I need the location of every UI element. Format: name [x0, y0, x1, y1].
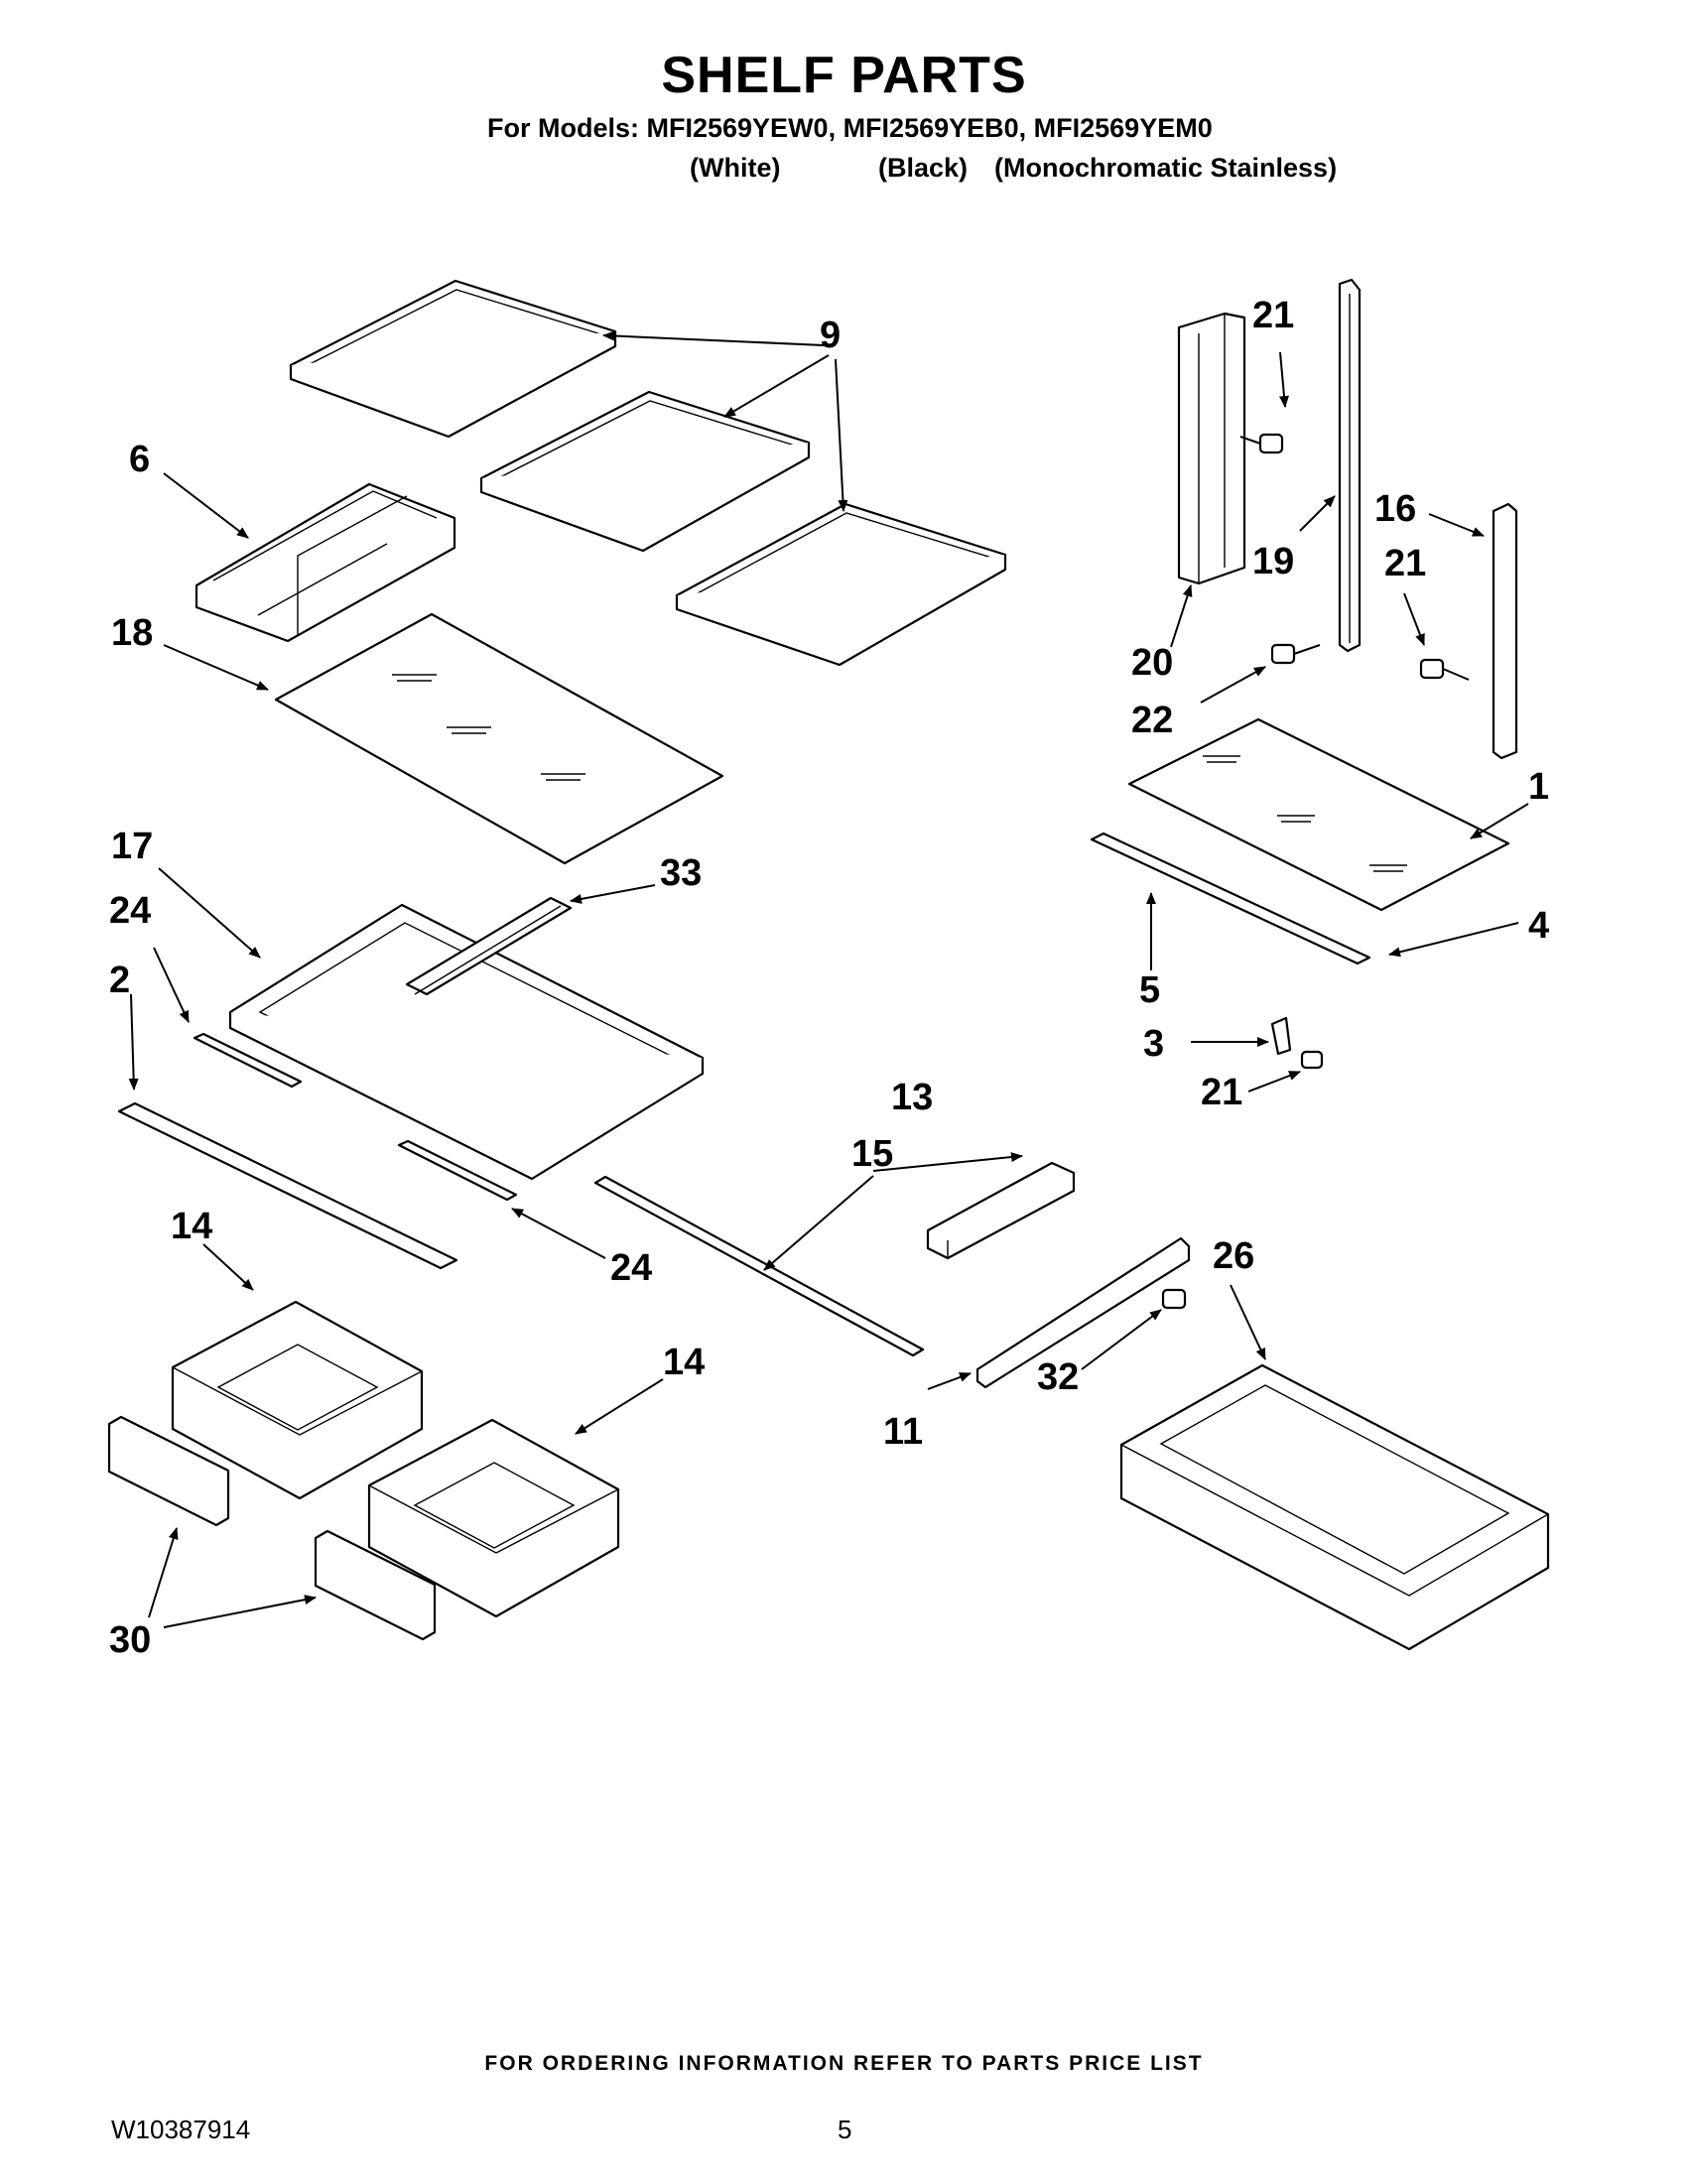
callout-22: 22 — [1131, 700, 1173, 741]
callout-1: 1 — [1528, 766, 1549, 808]
bracket-13 — [926, 1161, 1076, 1260]
document-number: W10387914 — [111, 2115, 251, 2144]
glass-shelf-18 — [274, 612, 724, 865]
callout-3: 3 — [1143, 1023, 1164, 1065]
shelf-frame-17 — [228, 903, 705, 1181]
callout-21-bottom: 21 — [1201, 1072, 1242, 1113]
page-title: SHELF PARTS — [661, 47, 1027, 104]
callout-16: 16 — [1374, 488, 1416, 530]
trim-2 — [117, 1101, 458, 1270]
crisper-14-right — [367, 1418, 620, 1618]
callout-30: 30 — [109, 1619, 151, 1661]
callout-2: 2 — [109, 960, 130, 1001]
callout-14-right: 14 — [663, 1342, 705, 1383]
crisper-14-left — [171, 1300, 424, 1500]
glass-shelf-1 — [1127, 717, 1510, 912]
callout-11: 11 — [883, 1411, 923, 1453]
color-black-label: (Black) — [878, 153, 969, 183]
callout-21-right: 21 — [1384, 543, 1426, 584]
callout-17: 17 — [111, 826, 153, 867]
color-white-label: (White) — [690, 153, 781, 183]
crisper-cover-30-left — [107, 1415, 230, 1527]
screw-21-right — [1419, 658, 1470, 681]
callout-26: 26 — [1213, 1235, 1254, 1277]
bin-6 — [195, 482, 456, 643]
callout-4: 4 — [1528, 905, 1549, 947]
callout-33: 33 — [660, 852, 702, 894]
rail-33 — [405, 896, 573, 996]
callout-6: 6 — [129, 439, 150, 480]
trim-strip-4 — [1090, 832, 1371, 965]
model-list: For Models: MFI2569YEW0, MFI2569YEB0, MF… — [487, 113, 1213, 143]
rail-16 — [1492, 502, 1518, 760]
leader-lines — [128, 330, 1529, 1628]
page-number: 5 — [838, 2115, 852, 2144]
rail-19 — [1338, 278, 1362, 653]
callout-labels: 9 6 18 21 19 16 21 20 22 1 4 5 3 21 17 3… — [109, 295, 1549, 1661]
rod-15 — [593, 1175, 925, 1357]
screw-21-top — [1239, 433, 1284, 454]
pantry-drawer-26 — [1119, 1363, 1550, 1651]
slide-11 — [975, 1236, 1191, 1389]
slide-24-center — [397, 1139, 518, 1202]
callout-24-center: 24 — [610, 1247, 652, 1289]
color-stainless-label: (Monochromatic Stainless) — [994, 153, 1338, 183]
callout-24-left: 24 — [109, 890, 151, 932]
bracket-3 — [1270, 1016, 1324, 1070]
ordering-note: FOR ORDERING INFORMATION REFER TO PARTS … — [484, 2052, 1204, 2075]
callout-18: 18 — [111, 612, 153, 654]
callout-32: 32 — [1037, 1356, 1079, 1398]
callout-9: 9 — [820, 315, 841, 356]
screw-22 — [1270, 643, 1321, 665]
callout-15: 15 — [851, 1133, 893, 1175]
rail-20 — [1177, 312, 1246, 585]
callout-5: 5 — [1139, 969, 1160, 1011]
shelf-9-top — [289, 279, 617, 439]
callout-20: 20 — [1131, 642, 1173, 684]
shelf-9-bottom — [675, 502, 1007, 667]
crisper-cover-30-right — [314, 1529, 437, 1641]
callout-13: 13 — [891, 1077, 933, 1118]
callout-19: 19 — [1252, 541, 1294, 582]
slide-24-left — [193, 1032, 303, 1089]
callout-14-left: 14 — [171, 1206, 212, 1247]
shelf-9-middle — [479, 390, 811, 553]
callout-21-top: 21 — [1252, 295, 1294, 336]
screw-32 — [1161, 1288, 1187, 1310]
